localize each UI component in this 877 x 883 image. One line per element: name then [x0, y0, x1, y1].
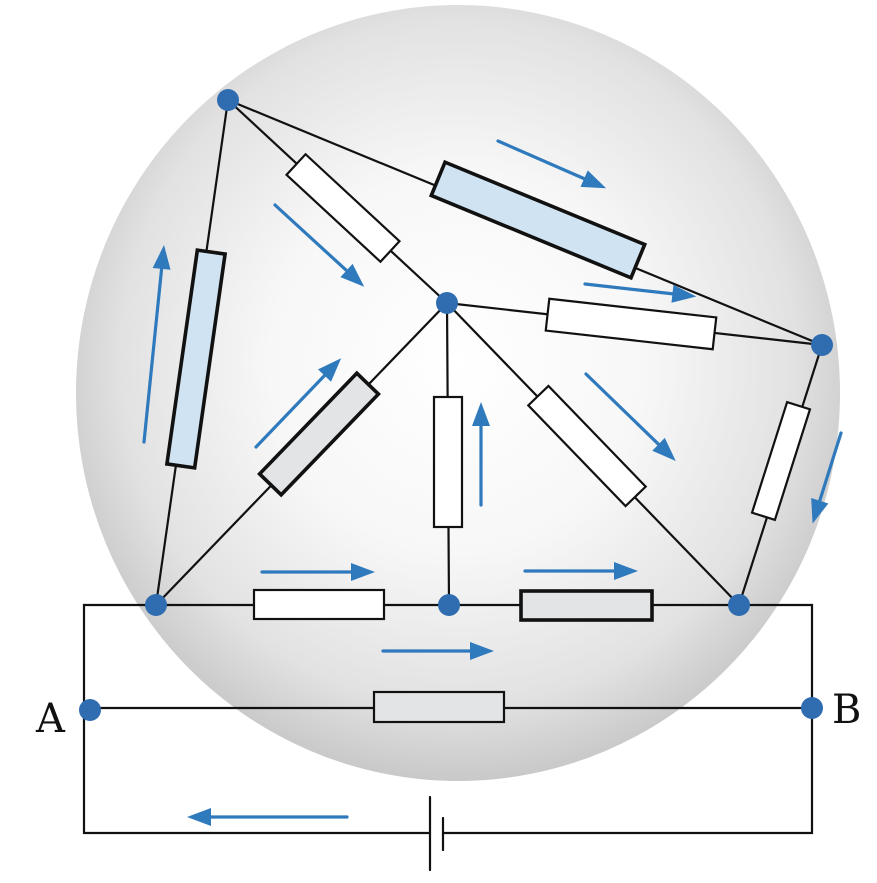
terminal-b-label: B: [832, 687, 861, 733]
resistor-right-side: [750, 400, 812, 522]
resistor-bottom-right: [519, 589, 654, 622]
arrow-center-left-up: [254, 358, 342, 449]
resistor-top-long: [428, 159, 648, 281]
resistor-center-right-diagonal: [526, 384, 648, 508]
arrow-right-down: [811, 431, 843, 524]
resistor-left-vertical: [164, 248, 228, 470]
node-right: [811, 334, 833, 356]
arrow-top-right: [496, 139, 607, 189]
battery-icon: [428, 795, 445, 872]
arrow-center-right: [583, 282, 697, 303]
arrow-center-up: [472, 402, 490, 507]
node-bottom-left: [145, 594, 167, 616]
arrow-bottom-right: [523, 562, 638, 580]
resistor-center-right: [544, 297, 718, 351]
node-terminal-b: [801, 697, 823, 719]
resistor-center-left-diagonal: [257, 370, 381, 498]
resistor-bottom-left: [252, 588, 386, 621]
node-center: [436, 292, 458, 314]
arrow-left-up: [142, 245, 171, 444]
resistor-top-left-diagonal: [284, 152, 402, 264]
resistors: [164, 152, 812, 724]
resistor-center-vertical: [432, 395, 464, 529]
arrow-center-right-down: [584, 372, 676, 461]
node-bottom-right: [728, 594, 750, 616]
resistor-a-to-b: [372, 690, 506, 724]
current-arrows: [142, 139, 843, 826]
node-bottom-mid: [438, 594, 460, 616]
arrow-middle-row: [381, 642, 494, 660]
arrow-bottom-left: [260, 563, 375, 581]
node-terminal-a: [79, 699, 101, 721]
arrow-bottom-return: [187, 808, 349, 826]
nodes: [79, 89, 833, 721]
arrow-top-left-diagonal: [273, 203, 365, 287]
terminal-a-label: A: [35, 696, 66, 742]
sphere-background: [76, 5, 840, 781]
node-top-left: [217, 89, 239, 111]
